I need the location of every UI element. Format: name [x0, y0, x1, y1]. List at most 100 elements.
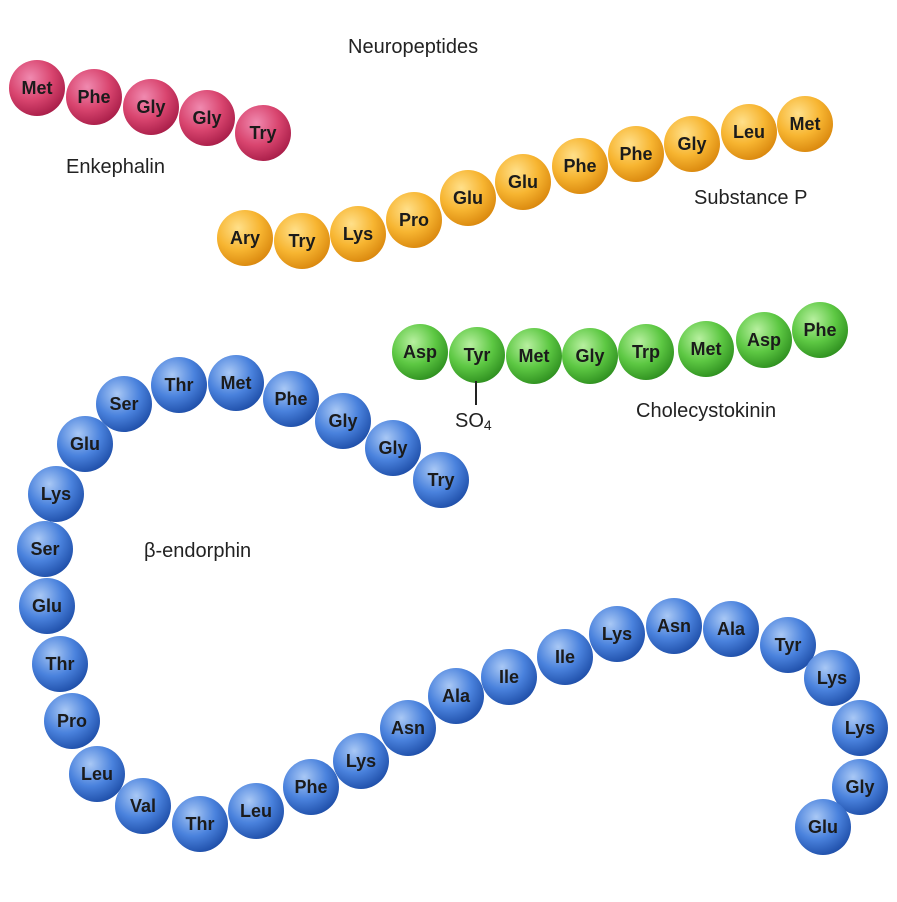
residue-bead [792, 302, 848, 358]
beta-endorphin-residue-26: Ala [703, 601, 759, 657]
residue-label: Tyr [464, 345, 491, 365]
residue-label: Asn [391, 718, 425, 738]
residue-bead [235, 105, 291, 161]
residue-label: Gly [845, 777, 874, 797]
residue-bead [315, 393, 371, 449]
substance-p-residue-5: Glu [440, 170, 496, 226]
residue-label: Phe [619, 144, 652, 164]
residue-bead [678, 321, 734, 377]
residue-bead [552, 138, 608, 194]
residue-label: Ile [499, 667, 519, 687]
enkephalin-residue-1: Met [9, 60, 65, 116]
cholecystokinin-residue-1: Asp [392, 324, 448, 380]
residue-label: Try [249, 123, 276, 143]
beta-endorphin-residue-14: Leu [69, 746, 125, 802]
beta-endorphin-residue-21: Ala [428, 668, 484, 724]
cholecystokinin-residue-4: Gly [562, 328, 618, 384]
residue-label: Lys [845, 718, 875, 738]
residue-label: Met [22, 78, 53, 98]
residue-bead [703, 601, 759, 657]
residue-bead [506, 328, 562, 384]
residue-label: Phe [294, 777, 327, 797]
residue-bead [832, 700, 888, 756]
residue-label: Thr [165, 375, 194, 395]
residue-bead [440, 170, 496, 226]
cholecystokinin-residue-8: Phe [792, 302, 848, 358]
beta-endorphin-residue-23: Ile [537, 629, 593, 685]
residue-bead [608, 126, 664, 182]
sulfate-group-label: SO4 [455, 410, 492, 433]
residue-label: Ala [717, 619, 746, 639]
residue-label: Gly [328, 411, 357, 431]
residue-label: Gly [378, 438, 407, 458]
residue-bead [481, 649, 537, 705]
cholecystokinin-residue-2: Tyr [449, 327, 505, 383]
residue-label: Ser [30, 539, 59, 559]
residue-bead [283, 759, 339, 815]
residue-bead [123, 79, 179, 135]
substance-p-residue-3: Lys [330, 206, 386, 262]
residue-label: Met [790, 114, 821, 134]
residue-label: Asp [403, 342, 437, 362]
residue-bead [392, 324, 448, 380]
residue-bead [646, 598, 702, 654]
residue-label: Lys [346, 751, 376, 771]
residue-label: Ala [442, 686, 471, 706]
beta-endorphin-residue-4: Phe [263, 371, 319, 427]
residue-label: Tyr [775, 635, 802, 655]
residue-bead [365, 420, 421, 476]
substance-p-residue-7: Phe [552, 138, 608, 194]
residue-label: Ile [555, 647, 575, 667]
residue-bead [562, 328, 618, 384]
enkephalin-residue-4: Gly [179, 90, 235, 146]
residue-bead [537, 629, 593, 685]
residue-bead [28, 466, 84, 522]
beta-endorphin-residue-9: Lys [28, 466, 84, 522]
beta-endorphin-residue-2: Gly [365, 420, 421, 476]
residue-bead [32, 636, 88, 692]
residue-label: Glu [32, 596, 62, 616]
beta-endorphin-residue-7: Ser [96, 376, 152, 432]
cholecystokinin-residue-3: Met [506, 328, 562, 384]
enkephalin-residue-2: Phe [66, 69, 122, 125]
residue-label: Lys [817, 668, 847, 688]
sulfate-group-subscript: 4 [483, 417, 492, 433]
residue-bead [721, 104, 777, 160]
substance-p-residue-1: Ary [217, 210, 273, 266]
beta-endorphin-residue-15: Val [115, 778, 171, 834]
residue-bead [589, 606, 645, 662]
residue-label: Phe [563, 156, 596, 176]
substance-p-residue-9: Gly [664, 116, 720, 172]
residue-label: Glu [508, 172, 538, 192]
residue-label: Lys [602, 624, 632, 644]
residue-label: Met [691, 339, 722, 359]
sulfate-bond-line [475, 381, 477, 405]
beta-endorphin-residue-25: Asn [646, 598, 702, 654]
residue-bead [66, 69, 122, 125]
beta-endorphin-residue-10: Ser [17, 521, 73, 577]
residue-label: Gly [677, 134, 706, 154]
substance-p-residue-11: Met [777, 96, 833, 152]
residue-label: Trp [632, 342, 660, 362]
beta-endorphin-residue-24: Lys [589, 606, 645, 662]
residue-label: Gly [575, 346, 604, 366]
residue-label: Glu [70, 434, 100, 454]
residue-bead [777, 96, 833, 152]
beta-endorphin-residue-6: Thr [151, 357, 207, 413]
residue-label: Ary [230, 228, 260, 248]
beta-endorphin-residue-31: Glu [795, 799, 851, 855]
beta-endorphin-residue-29: Lys [832, 700, 888, 756]
residue-bead [115, 778, 171, 834]
beta-endorphin-residue-30: Gly [832, 759, 888, 815]
residue-label: Leu [240, 801, 272, 821]
residue-label: Thr [186, 814, 215, 834]
beta-endorphin-residue-27: Tyr [760, 617, 816, 673]
residue-bead [386, 192, 442, 248]
residue-label: Phe [274, 389, 307, 409]
substance-p-residue-6: Glu [495, 154, 551, 210]
beta-endorphin-residue-18: Phe [283, 759, 339, 815]
beta-endorphin-residue-11: Glu [19, 578, 75, 634]
residue-label: Asp [747, 330, 781, 350]
residue-bead [760, 617, 816, 673]
substance-p-residue-4: Pro [386, 192, 442, 248]
